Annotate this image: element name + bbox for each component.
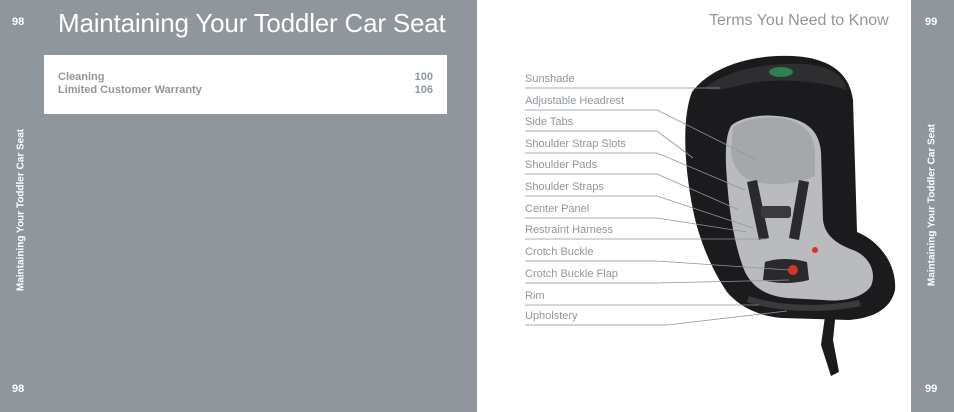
sunshade <box>705 63 847 90</box>
crotch-buckle-flap <box>763 259 809 283</box>
term-crotch-buckle: Crotch Buckle <box>525 246 594 258</box>
right-side-label: Maintaining Your Toddler Car Seat <box>926 123 938 287</box>
side-button <box>812 247 818 253</box>
toc-label: Limited Customer Warranty <box>58 84 202 96</box>
brand-logo <box>769 67 793 77</box>
term-restraint-harness: Restraint Harness <box>525 224 614 236</box>
toc-page: 100 <box>414 71 433 83</box>
adjustable-headrest <box>731 117 815 184</box>
table-of-contents: Cleaning 100 Limited Customer Warranty 1… <box>44 55 447 114</box>
shoulder-strap-right <box>789 180 809 240</box>
term-rim: Rim <box>525 290 545 302</box>
term-adjustable-headrest: Adjustable Headrest <box>525 95 625 107</box>
chapter-title: Maintaining Your Toddler Car Seat <box>58 8 446 38</box>
right-side-strip: 99 Maintaining Your Toddler Car Seat 99 <box>911 0 954 412</box>
term-crotch-buckle-flap: Crotch Buckle Flap <box>525 268 618 280</box>
leader-side-tabs <box>525 130 694 159</box>
term-shoulder-straps: Shoulder Straps <box>525 181 604 193</box>
leader-center-panel <box>525 217 748 233</box>
page-number-top-left: 98 <box>12 16 25 28</box>
toc-row-warranty[interactable]: Limited Customer Warranty 106 <box>58 84 433 97</box>
chest-clip <box>761 206 791 218</box>
toc-row-cleaning[interactable]: Cleaning 100 <box>58 71 433 84</box>
car-seat-diagram <box>525 55 896 376</box>
term-shoulder-pads: Shoulder Pads <box>525 159 598 171</box>
leader-shoulder-pads <box>525 173 740 211</box>
right-page: Terms You Need to Know <box>477 0 954 412</box>
leader-shoulder-strap-slots <box>525 152 746 191</box>
section-title: Terms You Need to Know <box>709 12 889 29</box>
leader-crotch-buckle <box>525 260 790 271</box>
leader-shoulder-straps <box>525 195 754 229</box>
term-sunshade: Sunshade <box>525 73 575 85</box>
term-shoulder-strap-slots: Shoulder Strap Slots <box>525 138 626 150</box>
car-seat-illustration <box>685 55 896 376</box>
shoulder-strap-left <box>747 180 769 240</box>
page-number-top-right: 99 <box>925 16 938 28</box>
left-page: 98 Maintaining Your Toddler Car Seat 98 … <box>0 0 477 412</box>
page-number-bottom-left: 98 <box>12 383 25 395</box>
leader-adjustable-headrest <box>525 109 758 161</box>
page-number-bottom-right: 99 <box>925 383 938 395</box>
term-side-tabs: Side Tabs <box>525 116 574 128</box>
left-side-label: Maintaining Your Toddler Car Seat <box>15 128 27 292</box>
leader-upholstery <box>525 310 788 326</box>
term-upholstery: Upholstery <box>525 310 578 322</box>
toc-page: 106 <box>414 84 433 96</box>
toc-label: Cleaning <box>58 71 105 83</box>
leader-lines <box>525 87 790 326</box>
term-center-panel: Center Panel <box>525 203 590 215</box>
crotch-buckle <box>788 265 798 275</box>
rim <box>747 296 861 311</box>
leader-crotch-buckle-flap <box>525 279 790 284</box>
